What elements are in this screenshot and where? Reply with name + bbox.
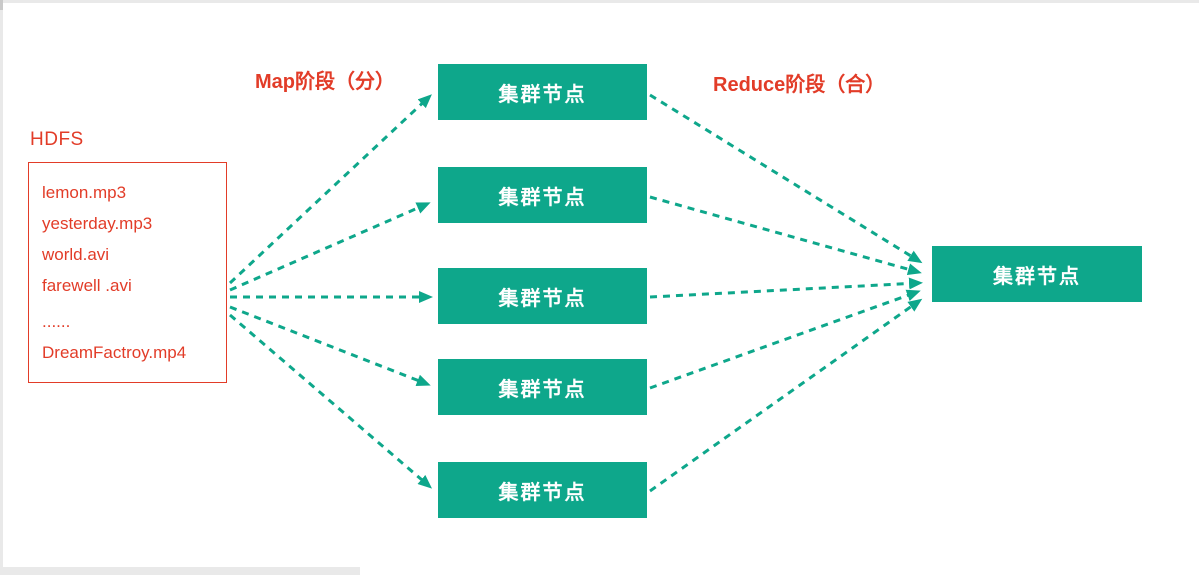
arrow-hdfs-to-node4 (229, 305, 431, 386)
page-edge-bottom (0, 567, 360, 575)
reduce-stage-arrows (649, 93, 923, 493)
arrow-node4-to-output (649, 289, 921, 390)
hdfs-file-item: world.avi (42, 244, 110, 264)
cluster-node-2: 集群节点 (438, 167, 647, 223)
arrow-node2-to-output (649, 195, 922, 276)
page-edge-top (0, 0, 1199, 3)
cluster-node-3: 集群节点 (438, 268, 647, 324)
arrow-hdfs-to-node5 (229, 313, 433, 489)
hdfs-file-item: yesterday.mp3 (42, 213, 153, 233)
hdfs-file-item: farewell .avi (42, 275, 132, 295)
map-stage-label: Map阶段（分） (255, 71, 395, 93)
arrow-node5-to-output (649, 298, 923, 493)
page-edge-notch (0, 0, 3, 10)
map-stage-arrows (228, 94, 433, 489)
hdfs-title: HDFS (30, 129, 84, 150)
arrow-node1-to-output (649, 93, 923, 264)
cluster-node-output: 集群节点 (932, 246, 1142, 302)
hdfs-file-ellipsis: ...... (42, 311, 71, 331)
reduce-stage-label: Reduce阶段（合） (713, 74, 886, 96)
arrow-node3-to-output (649, 277, 923, 299)
cluster-node-5: 集群节点 (438, 462, 647, 518)
hdfs-file-item: lemon.mp3 (42, 182, 127, 202)
cluster-node-4: 集群节点 (438, 359, 647, 415)
arrow-hdfs-to-node1 (228, 94, 432, 285)
hdfs-file-list-box: lemon.mp3 yesterday.mp3 world.avi farewe… (28, 162, 227, 383)
page-edge-left (0, 0, 3, 575)
hdfs-file-item: DreamFactroy.mp4 (42, 342, 187, 362)
arrow-hdfs-to-node2 (229, 202, 431, 292)
cluster-node-1: 集群节点 (438, 64, 647, 120)
